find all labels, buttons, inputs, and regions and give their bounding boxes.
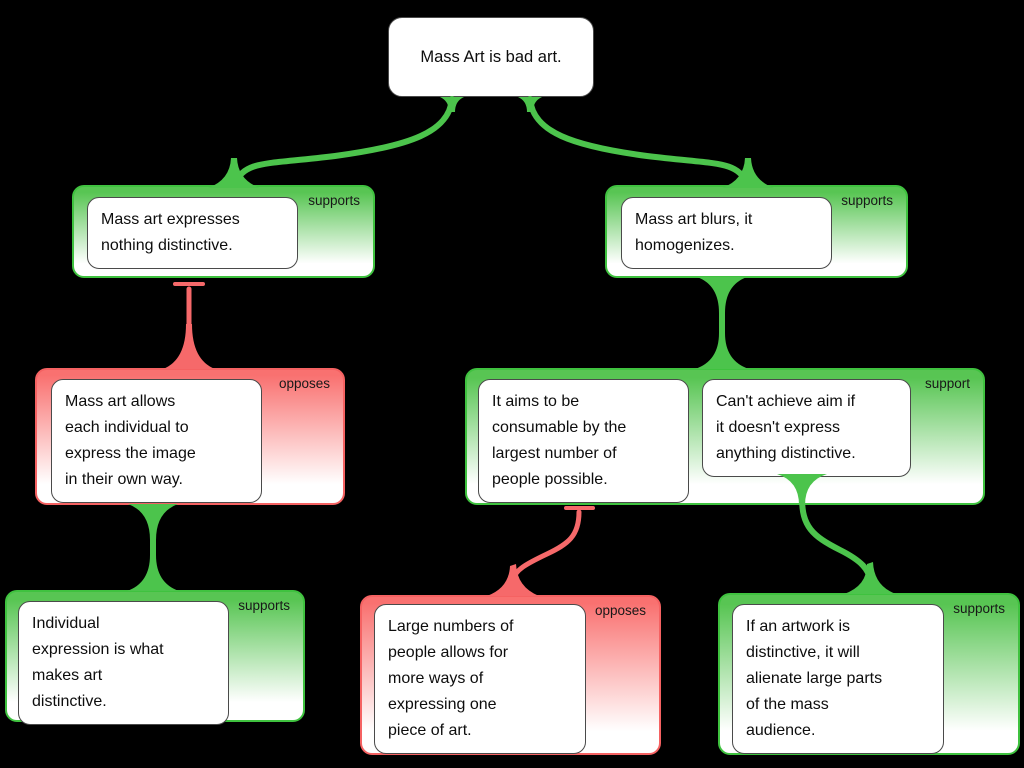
support-edge-right-to-thesis (518, 96, 774, 188)
argument-node-opposes-bottom-middle[interactable]: opposes Large numbers of people allows f… (360, 595, 661, 755)
argument-node-supports-bottom-left[interactable]: supports Individual expression is what m… (5, 590, 305, 725)
attack-edge-opposes-left (163, 282, 215, 369)
argument-node-supports-left[interactable]: supports Mass art expresses nothing dist… (72, 185, 375, 278)
statement-box[interactable]: Mass art expresses nothing distinctive. (87, 197, 298, 269)
thesis-text: Mass Art is bad art. (420, 47, 562, 66)
support-edge-group-to-right (695, 277, 749, 369)
relation-label: supports (953, 601, 1005, 616)
statement-box[interactable]: It aims to be consumable by the largest … (478, 379, 689, 503)
support-edge-left-to-thesis (208, 96, 464, 188)
support-edge-bottom-left (127, 504, 179, 591)
attack-edge-bottom-middle (487, 506, 595, 596)
statement-box[interactable]: If an artwork is distinctive, it will al… (732, 604, 944, 754)
relation-label: supports (238, 598, 290, 613)
relation-label: opposes (278, 376, 330, 391)
argument-node-supports-bottom-right[interactable]: supports If an artwork is distinctive, i… (718, 593, 1020, 755)
argument-node-supports-right[interactable]: supports Mass art blurs, it homogenizes. (605, 185, 908, 278)
statement-box[interactable]: Individual expression is what makes art … (18, 601, 229, 725)
relation-label: supports (841, 193, 893, 208)
statement-box[interactable]: Can't achieve aim if it doesn't express … (702, 379, 911, 477)
thesis-node[interactable]: Mass Art is bad art. (388, 17, 594, 97)
statement-box[interactable]: Mass art blurs, it homogenizes. (621, 197, 832, 269)
relation-label: support (924, 376, 970, 391)
statement-box[interactable]: Large numbers of people allows for more … (374, 604, 586, 754)
argument-node-opposes-left[interactable]: opposes Mass art allows each individual … (35, 368, 345, 505)
statement-box[interactable]: Mass art allows each individual to expre… (51, 379, 262, 503)
relation-label: supports (308, 193, 360, 208)
argument-node-support-group[interactable]: support It aims to be consumable by the … (465, 368, 985, 505)
relation-label: opposes (594, 603, 646, 618)
